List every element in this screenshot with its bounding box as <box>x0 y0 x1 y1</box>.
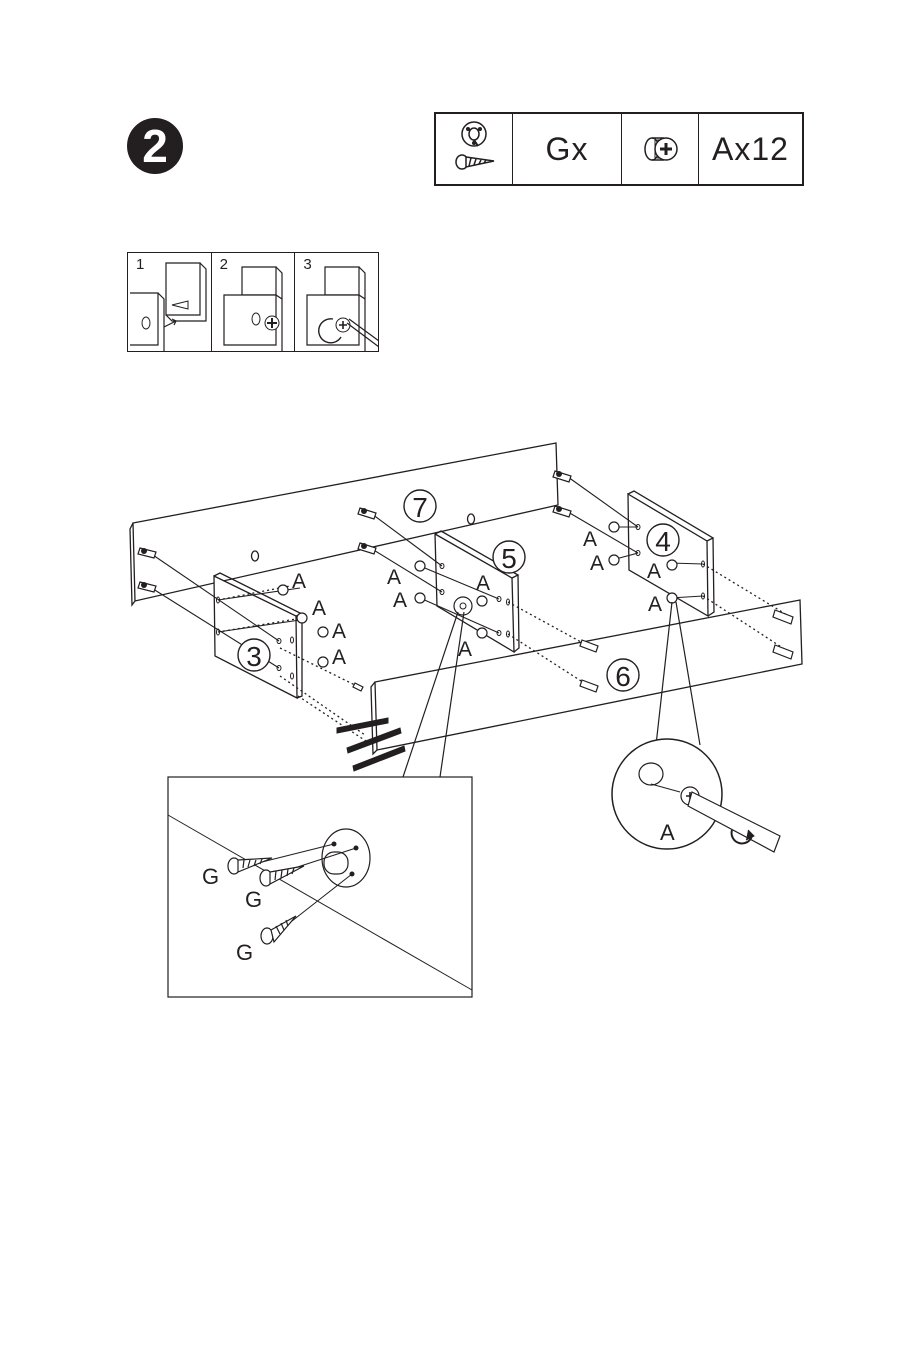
panel-6 <box>375 600 802 750</box>
screw-label-g: G <box>202 864 219 889</box>
part-label-7: 7 <box>412 492 428 523</box>
part-label-3: 3 <box>246 641 262 672</box>
cam-label-a: A <box>292 570 306 593</box>
cam-label-a: A <box>332 620 346 643</box>
part-label-4: 4 <box>655 526 671 557</box>
cam-label-a: A <box>393 589 407 612</box>
screw-label-g: G <box>245 887 262 912</box>
screw-label-g: G <box>236 940 253 965</box>
part-label-6: 6 <box>615 661 631 692</box>
cam-detail-label: A <box>660 820 675 845</box>
cam-label-a: A <box>476 572 490 595</box>
cam-label-a: A <box>648 593 662 616</box>
cam-label-a: A <box>387 566 401 589</box>
cam-label-a: A <box>647 560 661 583</box>
cam-label-a: A <box>458 638 472 661</box>
part-label-5: 5 <box>501 543 517 574</box>
cam-label-a: A <box>583 528 597 551</box>
cam-lock-detail: A <box>612 739 780 852</box>
screw-detail: G G G <box>168 777 472 997</box>
cam-label-a: A <box>332 646 346 669</box>
cam-label-a: A <box>590 552 604 575</box>
cam-label-a: A <box>312 597 326 620</box>
